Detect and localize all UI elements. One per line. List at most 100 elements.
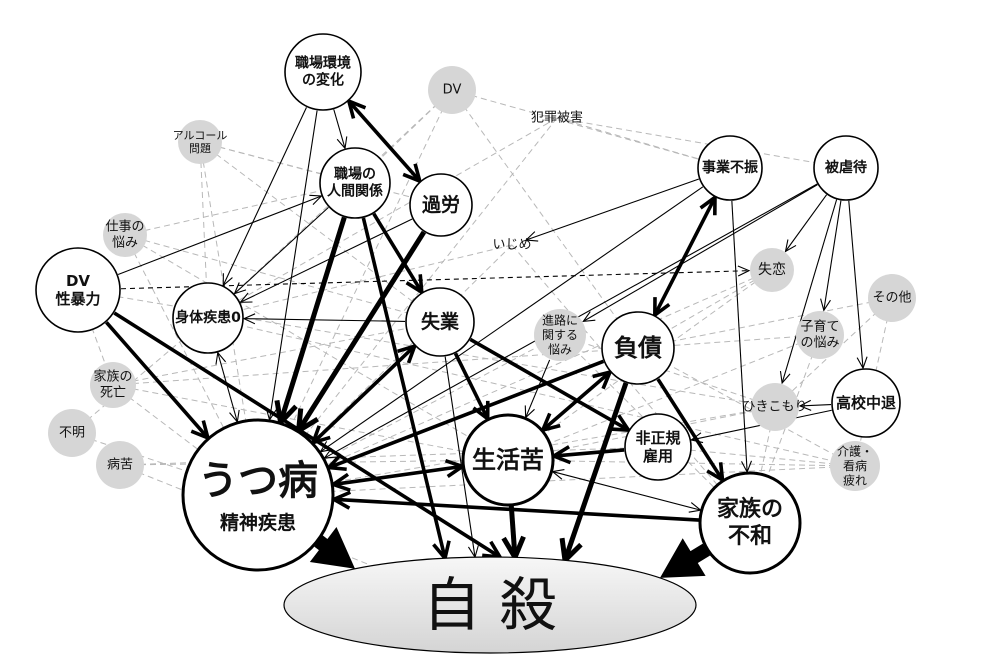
arrowhead [336,136,348,150]
arrowhead [610,414,632,433]
node-koukou-label: 高校中退 [836,394,896,412]
node-kazoku_shibo-label: 死亡 [100,385,126,400]
minor-factor-circle [103,213,147,257]
block-arrow [309,527,355,569]
node-kaigo-label: 介護・ [837,443,873,458]
link-line [731,200,748,473]
weak-link-alcohol-shitsugyo [199,141,441,323]
link-line [562,382,629,562]
node-jisatsu-label: 自 殺 [423,571,557,639]
weak-link-hanzai-shintai [207,117,558,319]
node-kazoku_fuwa-label: 不和 [728,524,772,549]
link-line [222,107,307,286]
node-dv: DV [428,66,476,114]
minor-factor-circle [750,248,794,292]
factor-circle [461,413,555,507]
node-shokuba_kankyo-label: 職場環境 [295,54,351,71]
arrowhead [215,351,227,365]
weak-link-shitsuren-fusai [637,269,773,349]
link-line [541,370,612,432]
link-line [525,359,551,418]
node-shokuba_kankyo-label: の変化 [302,72,344,89]
node-jigyo-label: 事業不振 [702,159,758,176]
arrowhead [779,370,791,385]
arrowhead [689,432,704,444]
link-line [117,195,322,276]
node-gyakutai-label: 被虐待 [825,159,867,176]
node-ijime: いじめ [492,238,531,253]
arrowhead [402,163,423,185]
factor-circle [181,418,335,572]
node-dv_sei-label: DV [66,272,90,290]
node-sonota: その他 [868,274,916,322]
link-shokuba_kankyo-to-ningen [333,109,348,150]
link-line [311,344,416,444]
node-shitsugyo: 失業 [405,287,475,357]
weak-link-shitsuren-utsu [257,269,773,496]
weak-link-dv-shintai [207,89,453,319]
weak-link-kosodate-seikatsu [507,334,821,461]
link-line [328,359,605,470]
node-ijime-label: いじめ [492,238,531,253]
node-shigoto-label: 悩み [112,235,138,250]
link-line [444,356,476,558]
factor-circle [35,247,121,333]
factor-circle [601,311,675,385]
node-hanzai-label: 犯罪被害 [531,110,583,126]
link-shitsugyo-to-hiseiki [469,337,632,433]
weak-link-shigoto-shitsugyo [124,234,441,323]
link-gyakutai-to-hikikomori [779,199,838,385]
link-line [781,199,838,384]
link-dv_sei-to-ningen [117,194,323,276]
link-line [268,110,318,420]
link-jigyo-to-fusai [653,193,717,319]
weak-link-shinro-hikikomori [559,334,776,408]
node-gyakutai: 被虐待 [813,135,879,201]
node-fusai: 負債 [601,311,675,385]
link-line [296,230,427,433]
weak-link-kosodate-kazoku_fuwa [749,334,821,524]
link-kazoku_fuwa-to-jisatsu [660,538,711,578]
weak-link-hanzai-gyakutai [556,117,847,169]
link-line [848,200,864,369]
arrowhead [309,194,323,205]
node-kaigo-label: 疲れ [843,473,867,488]
link-line [320,186,704,453]
link-utsu-to-jisatsu [309,527,355,569]
node-byoku: 病苦 [96,441,144,489]
link-shintai-to-utsu [215,351,240,424]
arrowhead [699,193,717,216]
link-dv_sei-to-shitsuren [120,265,751,290]
weak-link-dv-fusai [451,89,639,349]
arrowhead [653,297,671,319]
arrowhead [233,282,247,295]
node-hiseiki-label: 雇用 [643,447,673,465]
node-shinro-label: 関する [542,328,578,342]
link-line [113,311,501,559]
node-ningen-label: 人間関係 [327,183,383,200]
node-kosodate-label: の悩み [800,335,839,350]
weak-link-hanzai-utsu [257,117,558,496]
factor-circle [172,282,244,354]
arrowhead [346,98,367,119]
node-karou-label: 過労 [422,193,460,216]
link-line [525,178,700,241]
link-line [333,109,346,149]
minor-factor-circle [868,274,916,322]
node-hikikomori: ひきこもり [742,383,808,431]
node-shinro-label: 悩み [548,343,572,357]
node-jisatsu: 自 殺 [283,556,697,654]
weak-link-hikikomori-seikatsu [507,406,776,461]
link-seikatsu-to-jisatsu [501,505,526,563]
node-alcohol-label: アルコール [173,129,228,142]
link-line [653,196,717,316]
link-karou-to-shintai [239,218,413,303]
link-hiseiki-to-seikatsu [549,445,625,465]
link-line [552,471,701,511]
